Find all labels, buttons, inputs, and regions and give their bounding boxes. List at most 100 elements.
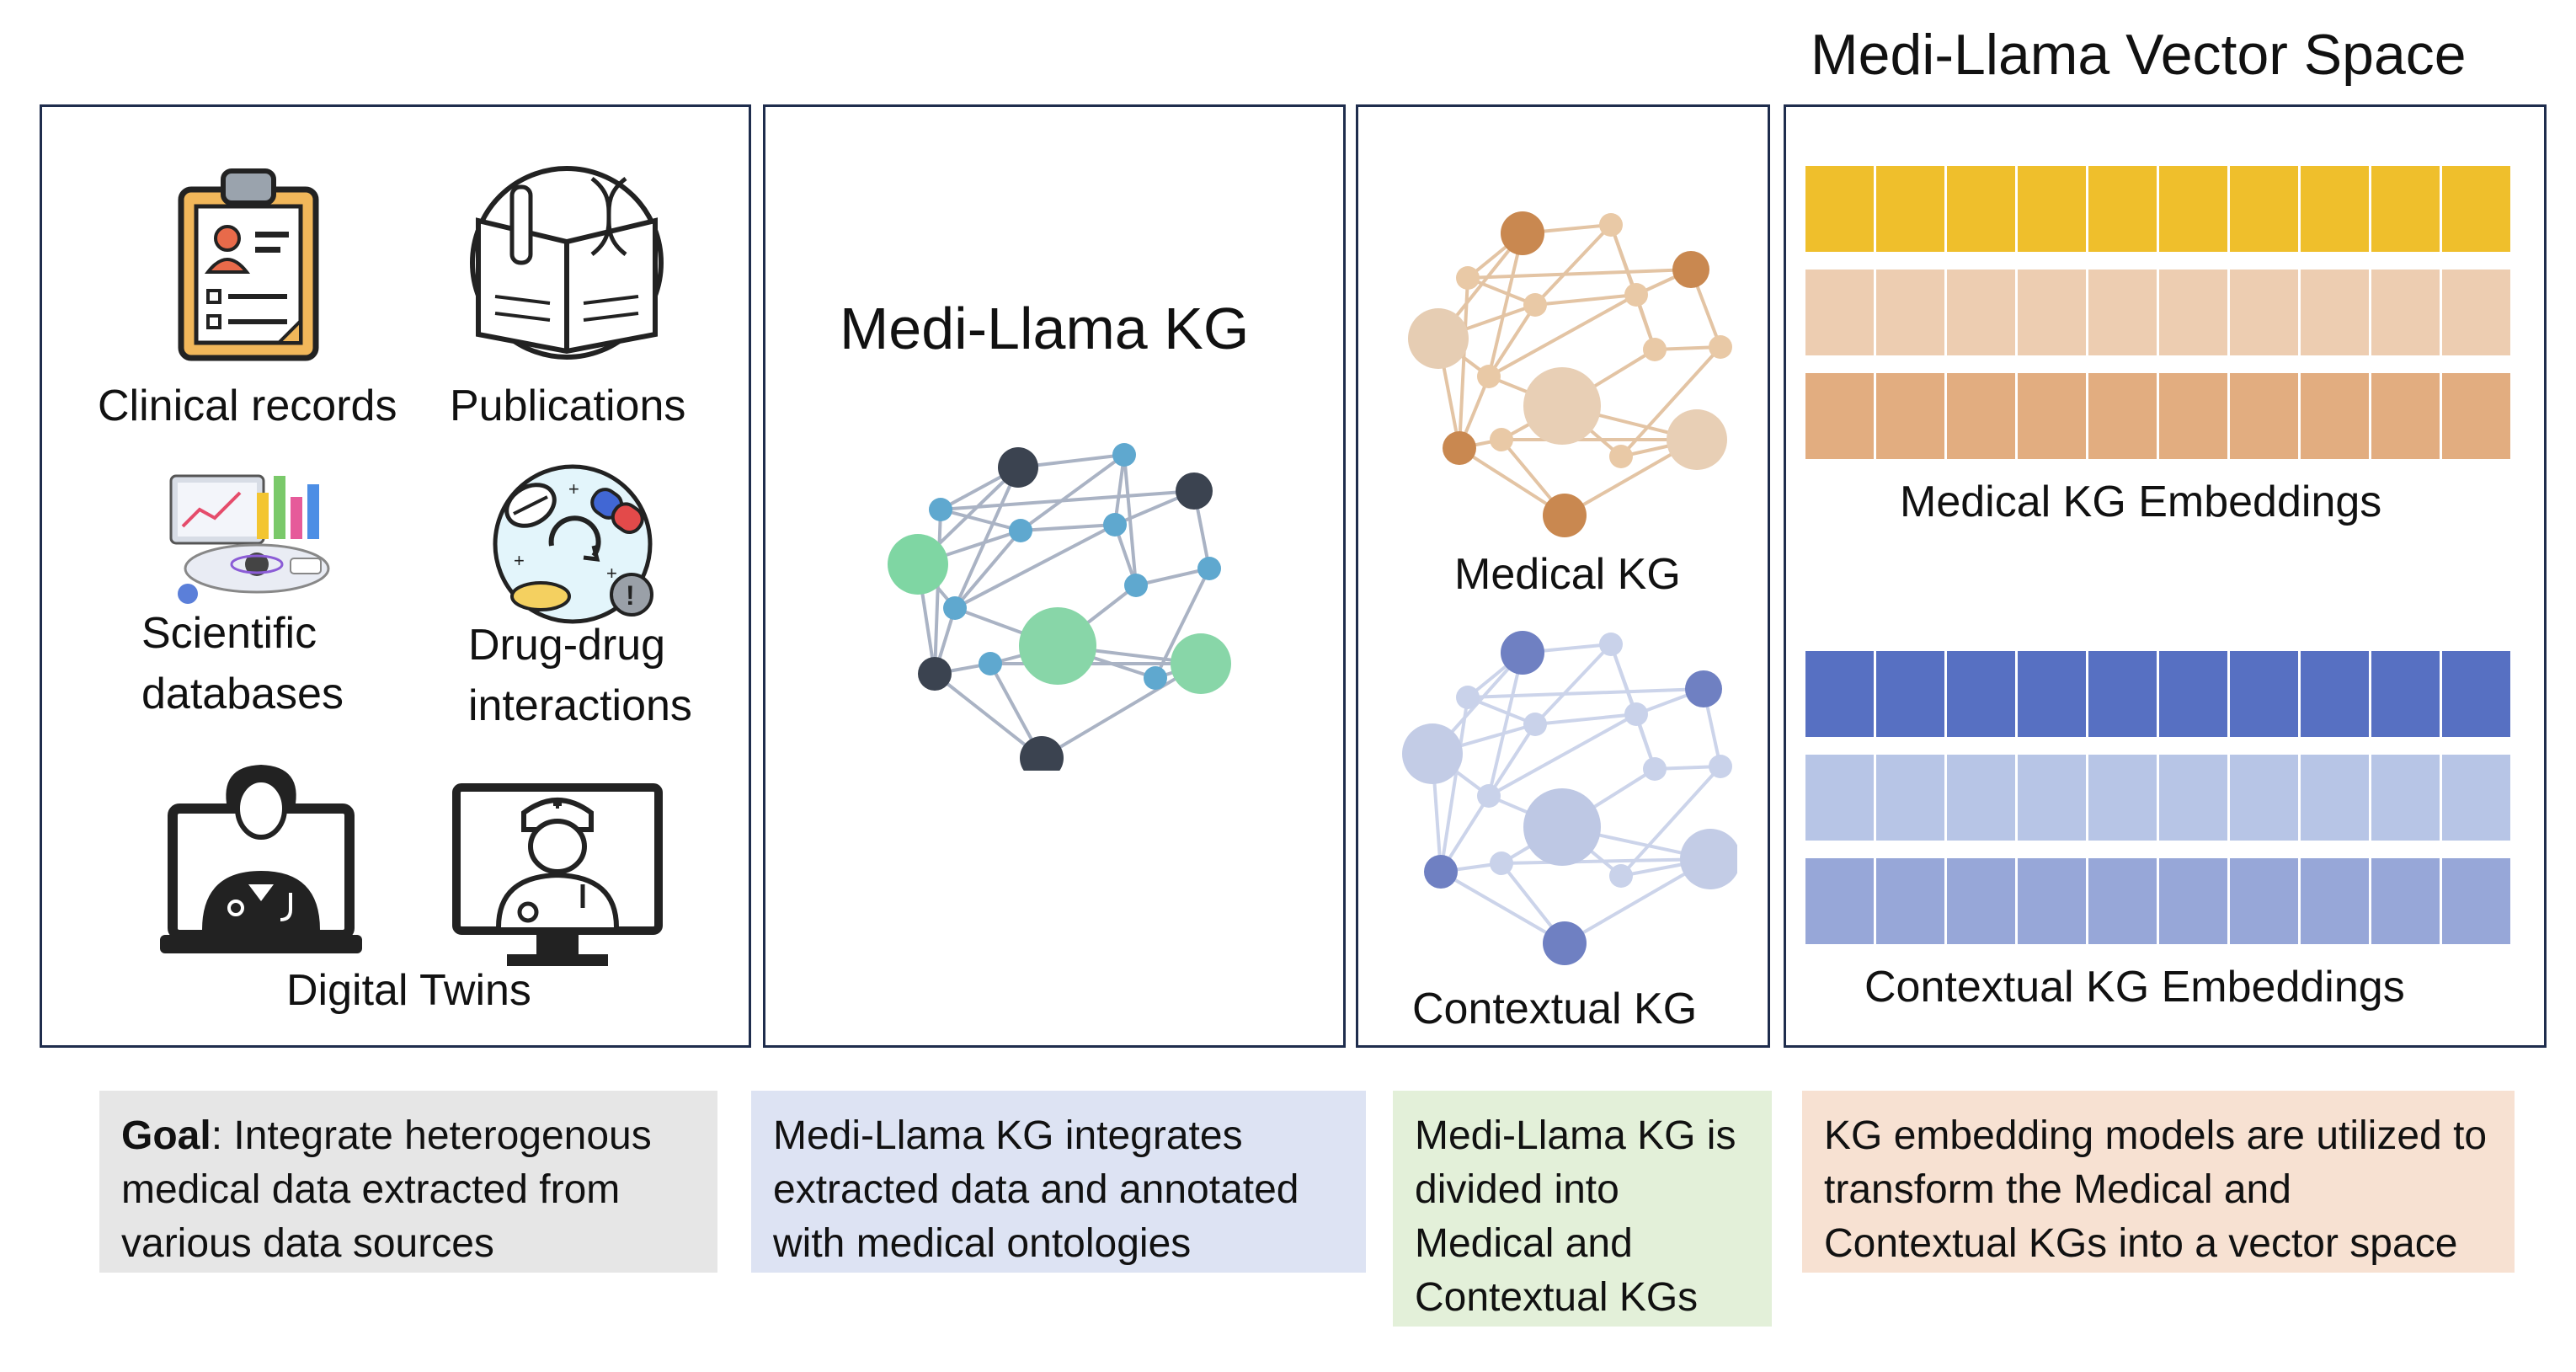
embedding-cell: [2371, 270, 2442, 355]
kg-panel: [763, 104, 1346, 1048]
embedding-cell: [2230, 651, 2301, 737]
kg-caption-line3: with medical ontologies: [773, 1221, 1192, 1266]
graph-edge: [1487, 652, 1524, 797]
svg-text:!: !: [626, 580, 635, 611]
scientific-databases-label-line2: databases: [141, 670, 344, 718]
graph-node: [943, 596, 967, 620]
graph-node: [1709, 335, 1732, 359]
embedding-cell: [1947, 166, 2018, 252]
clinical-records-label: Clinical records: [98, 382, 397, 430]
goal-caption-line3: various data sources: [121, 1221, 494, 1266]
embedding-cell: [2301, 373, 2371, 459]
graph-node: [1609, 445, 1633, 468]
graph-node: [1543, 494, 1587, 537]
graph-edge: [1467, 268, 1692, 280]
graph-node: [998, 447, 1038, 488]
embedding-cell: [2371, 373, 2442, 459]
graph-edge: [1487, 723, 1537, 798]
embedding-cell: [1947, 755, 2018, 841]
embedding-cell: [2230, 858, 2301, 944]
graph-node: [1543, 921, 1587, 965]
publications-icon: [461, 162, 672, 364]
kg-caption-line1: Medi-Llama KG integrates: [773, 1113, 1243, 1158]
embedding-caption-line2: transform the Medical and: [1824, 1167, 2291, 1212]
graph-node: [1709, 755, 1732, 778]
embedding-cell: [2088, 858, 2159, 944]
graph-node: [1523, 788, 1601, 866]
graph-node: [1456, 266, 1480, 290]
embedding-caption-line1: KG embedding models are utilized to: [1824, 1113, 2488, 1158]
embedding-cell: [2230, 373, 2301, 459]
graph-node: [1144, 666, 1167, 690]
graph-node: [1599, 633, 1623, 656]
contextual-embedding-row: [1805, 651, 2513, 737]
graph-node: [1197, 557, 1221, 580]
embedding-cell: [1947, 858, 2018, 944]
graph-node: [929, 498, 952, 521]
graph-edge: [1534, 713, 1637, 726]
embedding-caption-line3: Contextual KGs into a vector space: [1824, 1221, 2458, 1266]
kg-caption-line2: extracted data and annotated: [773, 1167, 1299, 1212]
medical-kg-graph-icon: [1384, 187, 1737, 541]
kg-caption: Medi-Llama KG integrates extracted data …: [751, 1091, 1366, 1273]
graph-edge: [953, 467, 1020, 609]
embedding-cell: [2442, 166, 2513, 252]
embedding-cell: [1947, 270, 2018, 355]
graph-node: [1009, 519, 1032, 542]
graph-node: [1643, 757, 1667, 781]
goal-caption-line1: : Integrate heterogenous: [211, 1113, 652, 1158]
graph-node: [1667, 409, 1727, 470]
split-caption-line3: Medical and: [1415, 1221, 1633, 1266]
graph-node: [1501, 631, 1544, 675]
graph-edge: [933, 672, 1043, 760]
embedding-cell: [2301, 858, 2371, 944]
digital-twins-label: Digital Twins: [286, 966, 531, 1015]
embedding-cell: [2301, 166, 2371, 252]
graph-node: [1523, 293, 1547, 317]
graph-node: [1501, 211, 1544, 255]
embedding-cell: [1876, 651, 1947, 737]
split-caption-line1: Medi-Llama KG is: [1415, 1113, 1736, 1158]
embedding-cell: [2442, 270, 2513, 355]
drug-interactions-label-line1: Drug-drug: [468, 621, 666, 670]
monitor-doctor-icon: [448, 779, 667, 973]
split-caption: Medi-Llama KG is divided into Medical an…: [1393, 1091, 1772, 1327]
embedding-cell: [2159, 373, 2230, 459]
graph-node: [1523, 367, 1601, 445]
embedding-cell: [1876, 858, 1947, 944]
medical-embeddings-label: Medical KG Embeddings: [1900, 478, 2382, 526]
medical-kg-label: Medical KG: [1454, 550, 1681, 599]
embedding-caption: KG embedding models are utilized to tran…: [1802, 1091, 2515, 1273]
embedding-cell: [2442, 858, 2513, 944]
contextual-embeddings-label: Contextual KG Embeddings: [1864, 963, 2405, 1012]
graph-node: [1408, 308, 1469, 369]
embedding-cell: [2018, 858, 2088, 944]
embedding-cell: [2159, 755, 2230, 841]
kg-title: Medi-Llama KG: [840, 296, 1250, 361]
graph-node: [1456, 686, 1480, 709]
embedding-cell: [2442, 651, 2513, 737]
embedding-cell: [2371, 166, 2442, 252]
split-caption-line4: Contextual KGs: [1415, 1275, 1699, 1320]
graph-edge: [1487, 232, 1524, 377]
embedding-cell: [2088, 755, 2159, 841]
embedding-cell: [2159, 270, 2230, 355]
graph-edge: [1439, 697, 1469, 873]
graph-node: [1103, 513, 1127, 537]
svg-text:+: +: [568, 478, 579, 499]
graph-node: [1171, 633, 1231, 694]
goal-caption-line2: medical data extracted from: [121, 1167, 621, 1212]
kg-graph-icon: [886, 434, 1240, 771]
contextual-embedding-row: [1805, 755, 2513, 841]
embedding-cell: [1805, 270, 1876, 355]
graph-edge: [1487, 303, 1537, 378]
graph-node: [1477, 365, 1501, 388]
embedding-cell: [2442, 755, 2513, 841]
graph-node: [1020, 736, 1064, 771]
embedding-cell: [2088, 166, 2159, 252]
graph-edge: [1439, 870, 1566, 945]
drug-interactions-icon: ! + + +: [488, 462, 665, 630]
graph-edge: [1020, 523, 1116, 532]
split-caption-line2: divided into: [1415, 1167, 1619, 1212]
embedding-cell: [1876, 373, 1947, 459]
